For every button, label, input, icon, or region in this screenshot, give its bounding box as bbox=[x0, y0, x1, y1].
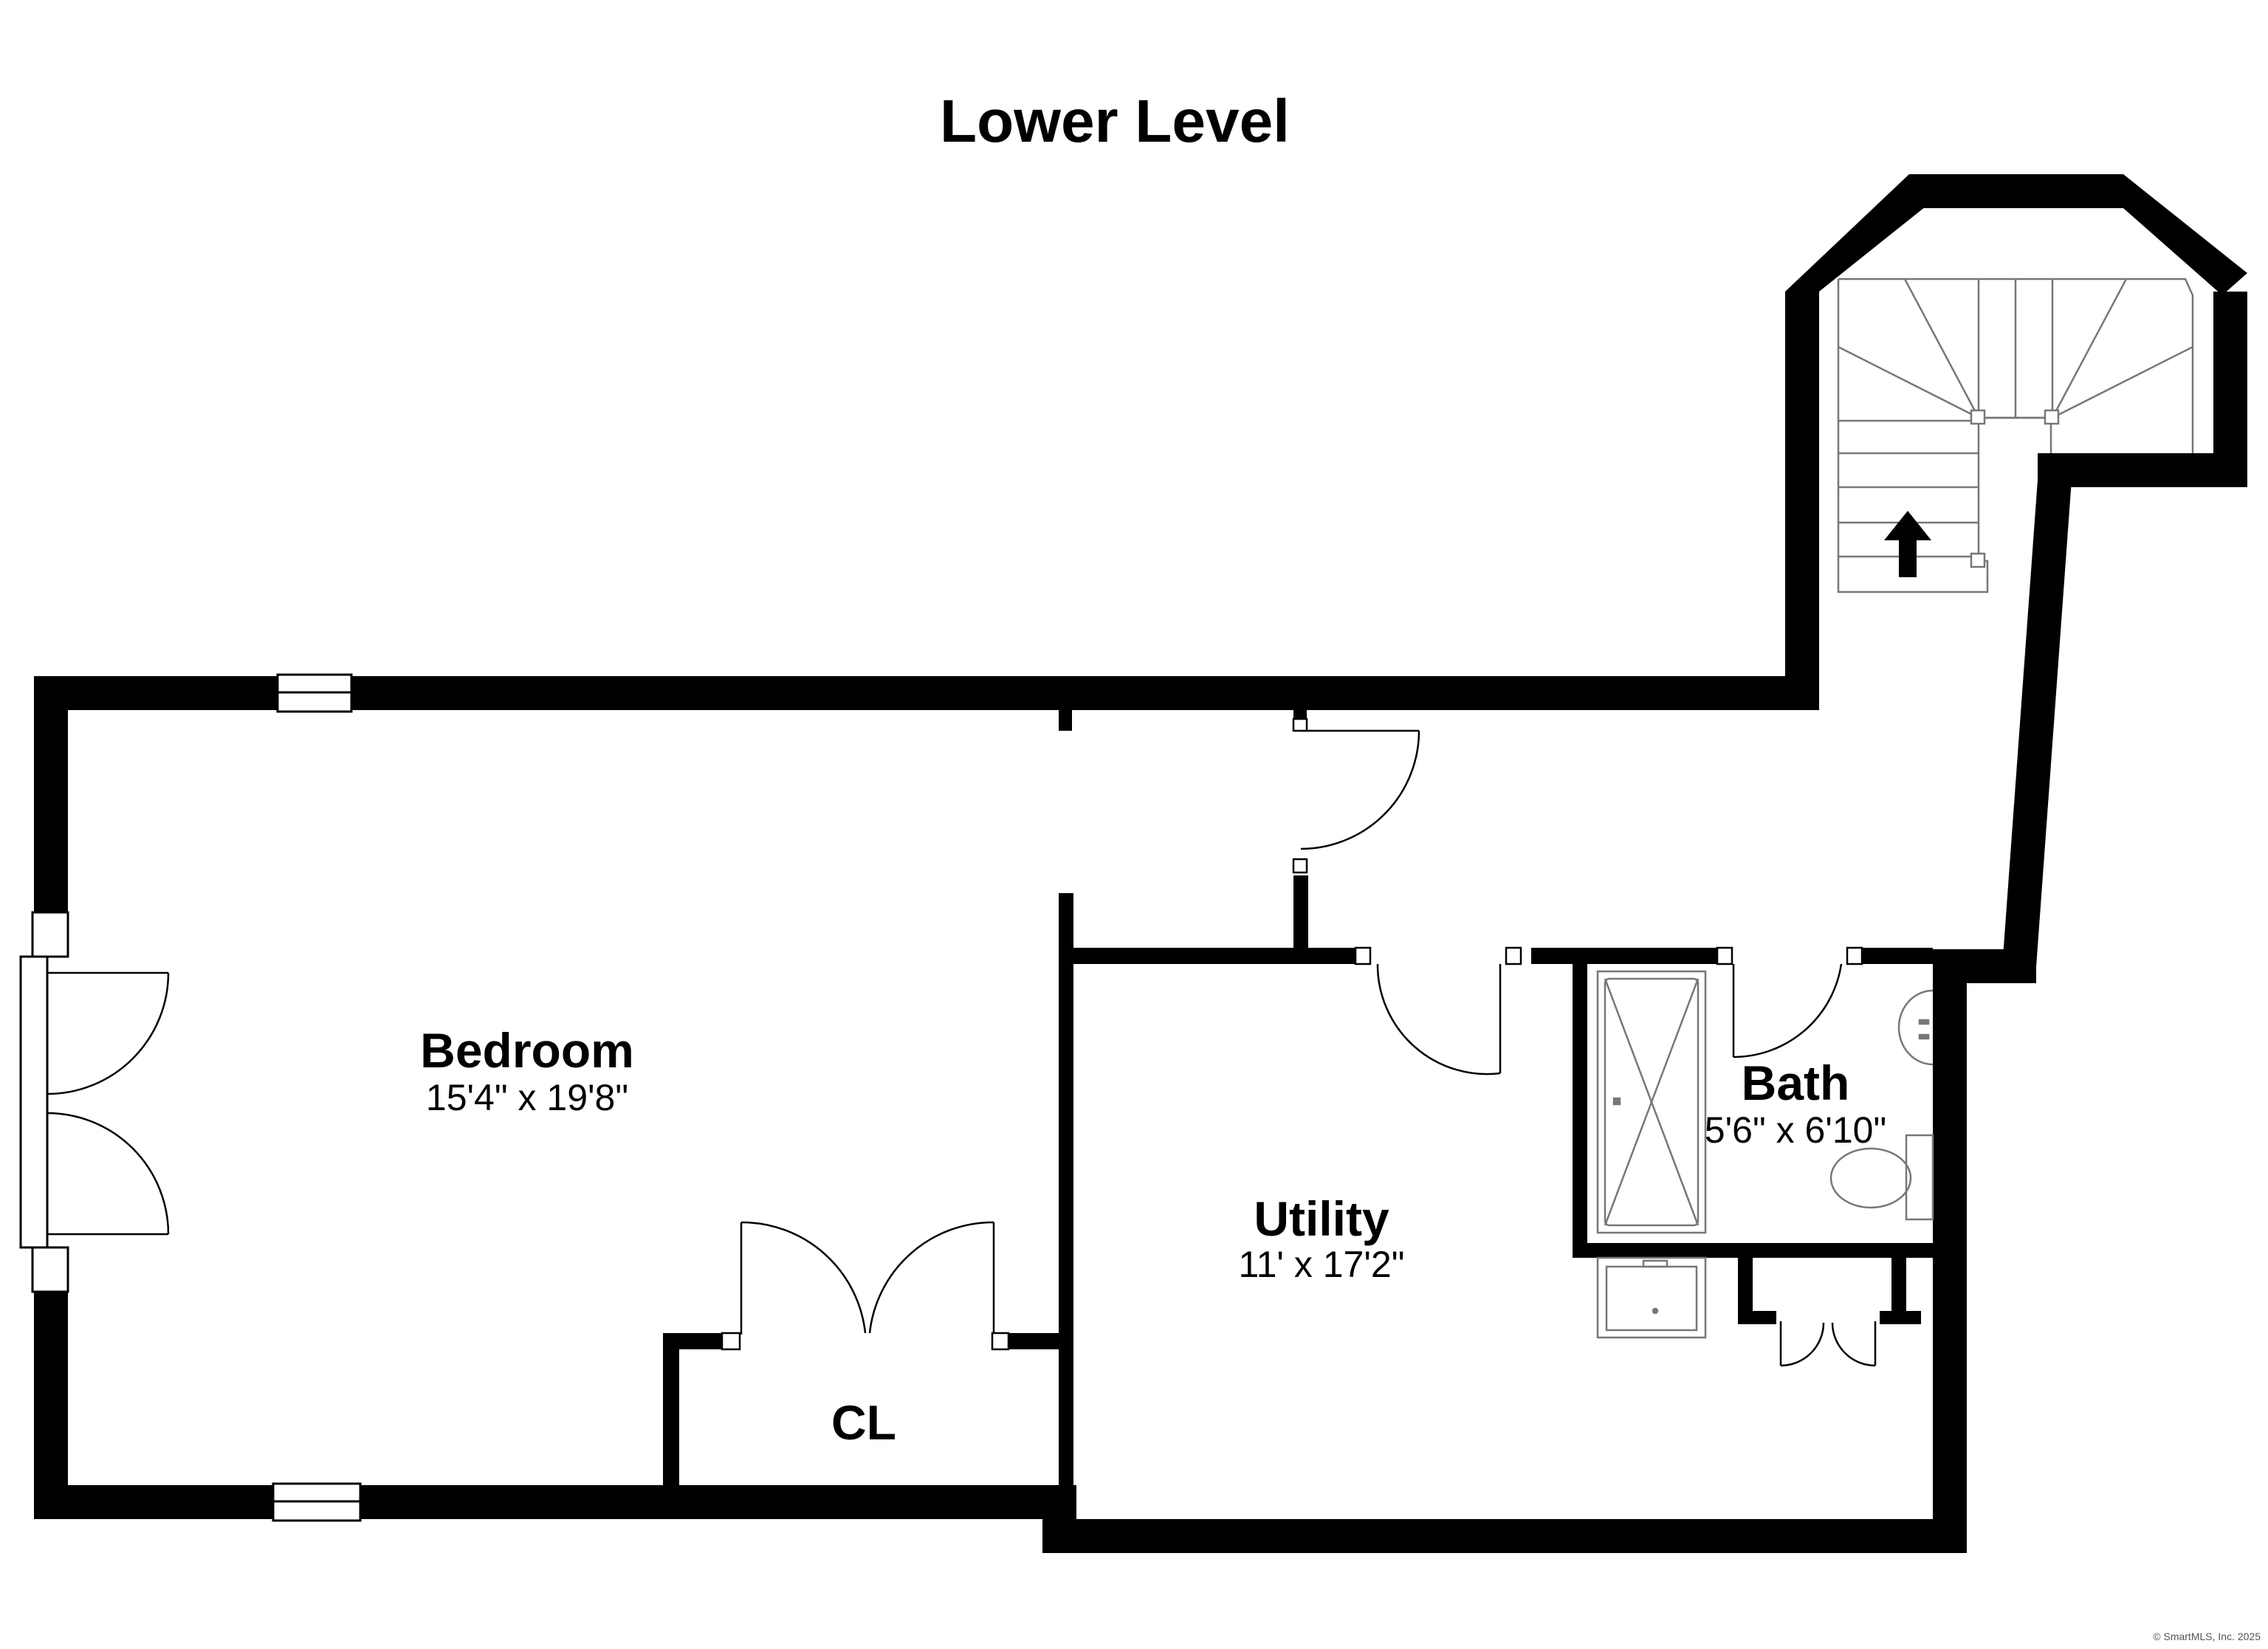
room-name-closet: CL bbox=[831, 1395, 896, 1450]
room-dims-bath: 5'6" x 6'10" bbox=[1705, 1109, 1886, 1151]
closet-double-door bbox=[721, 1221, 1010, 1351]
room-name-utility: Utility bbox=[1254, 1191, 1389, 1246]
room-name-bath: Bath bbox=[1742, 1056, 1850, 1110]
utility-door bbox=[1354, 946, 1522, 1075]
room-bath: Bath 5'6" x 6'10" bbox=[1705, 1056, 1886, 1151]
doors bbox=[47, 717, 1877, 1367]
interior-walls bbox=[663, 710, 1933, 1519]
staircase bbox=[1837, 278, 2194, 593]
room-dims-utility: 11' x 17'2" bbox=[1239, 1244, 1405, 1285]
double-door-left bbox=[47, 971, 170, 1236]
room-bedroom: Bedroom 15'4" x 19'8" bbox=[420, 1023, 634, 1118]
exterior-walls bbox=[34, 174, 2247, 1553]
floor-title: Lower Level bbox=[940, 88, 1290, 155]
room-closet: CL bbox=[831, 1395, 896, 1450]
windows bbox=[19, 673, 362, 1522]
small-closet-doors bbox=[1779, 1321, 1877, 1367]
copyright-credit: © SmartMLS, Inc. 2025 bbox=[2153, 1631, 2261, 1642]
bathtub bbox=[1596, 970, 1707, 1234]
arrow-up-icon bbox=[1884, 511, 1931, 577]
window-left-upper bbox=[31, 911, 69, 958]
room-utility: Utility 11' x 17'2" bbox=[1239, 1191, 1405, 1285]
room-dims-bedroom: 15'4" x 19'8" bbox=[426, 1077, 628, 1118]
bath-door bbox=[1716, 946, 1863, 1058]
room-name-bedroom: Bedroom bbox=[420, 1023, 634, 1078]
window-left-lower bbox=[31, 1246, 69, 1293]
stair-hall-door bbox=[1292, 717, 1420, 874]
bath-sink bbox=[1897, 989, 1934, 1066]
door-frame-left bbox=[19, 955, 49, 1249]
utility-sink bbox=[1596, 1256, 1707, 1339]
toilet bbox=[1829, 1134, 1934, 1221]
